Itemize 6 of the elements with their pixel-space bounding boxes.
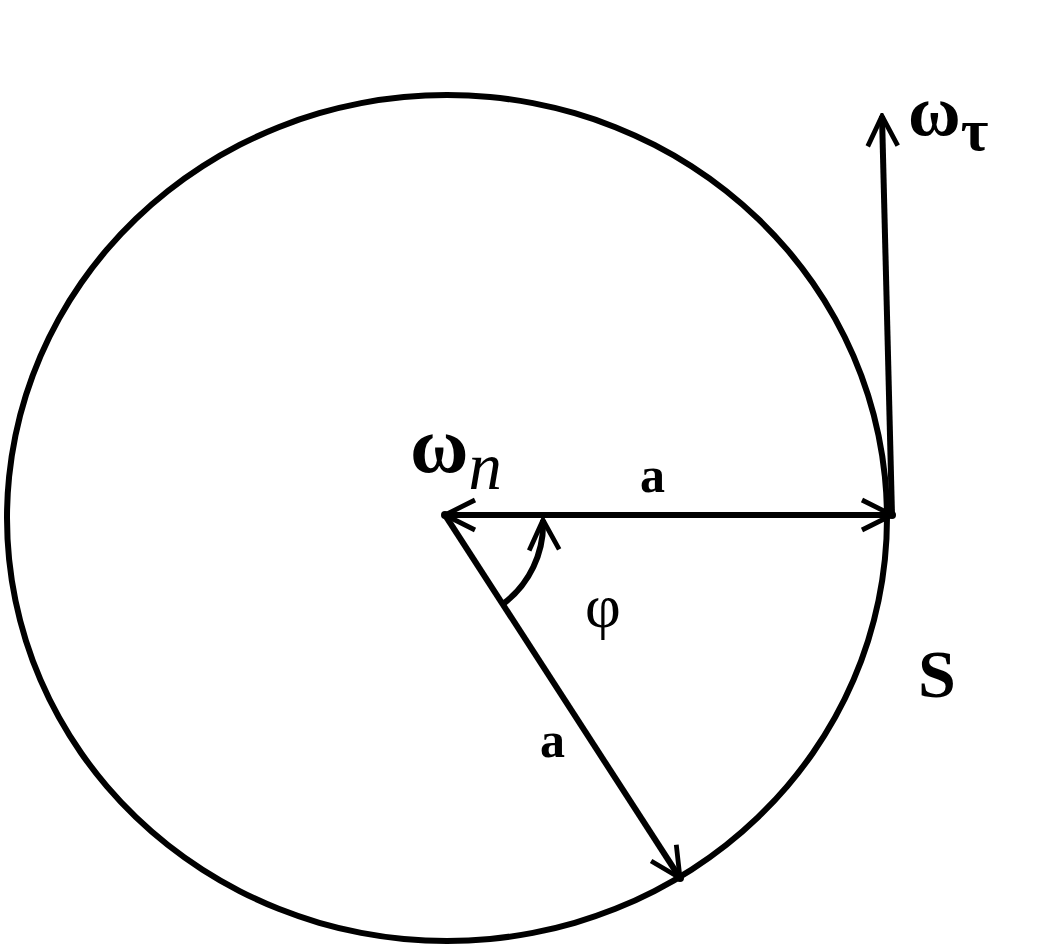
point [441,511,449,519]
edge-label: a [640,450,665,500]
symbol-label: ω$_{n}$ [410,405,502,501]
point-label: S [918,640,956,708]
edge-label: a [540,715,565,765]
edge-label: ω$_{τ}$ [908,75,989,161]
